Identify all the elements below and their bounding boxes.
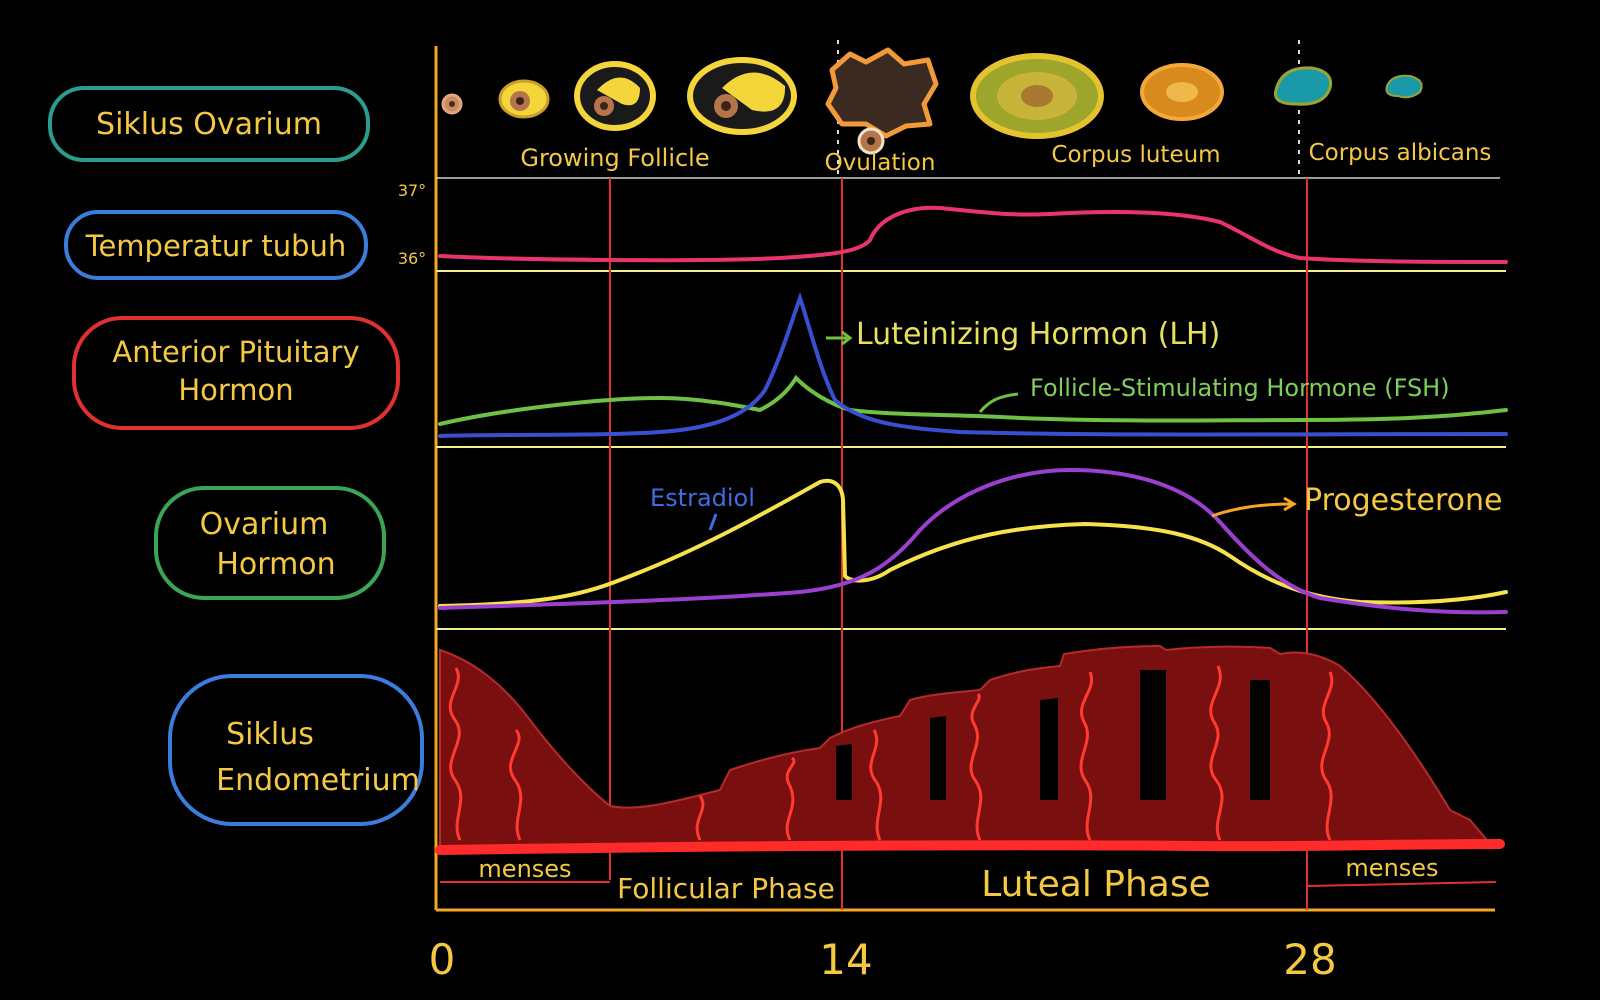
row-label-ovarian-hormone: Ovarium Hormon (154, 486, 386, 600)
endometrium-illustration (435, 644, 1505, 855)
follicle-icon (574, 61, 656, 131)
corpus-luteum-icon (1140, 63, 1224, 121)
progesterone-label-arrowhead (1283, 496, 1297, 512)
row-label-text: Siklus (226, 717, 314, 752)
x-tick-14: 14 (819, 935, 872, 984)
lh-label-arrowhead (841, 330, 853, 346)
row-label-text: Endometrium (216, 763, 420, 798)
progesterone-label: Progesterone (1304, 483, 1502, 518)
follicular-phase-label: Follicular Phase (617, 872, 835, 905)
x-tick-28: 28 (1283, 935, 1336, 984)
x-tick-0: 0 (429, 935, 456, 984)
estradiol-label-arrow (708, 513, 718, 531)
temp-tick-37: 37° (398, 181, 426, 200)
follicle-icon (498, 79, 550, 119)
row-label-pituitary-hormone: Anterior Pituitary Hormon (72, 316, 400, 430)
ovulation-label: Ovulation (825, 150, 936, 176)
endometrium-base (435, 839, 1505, 855)
temperature-curve (438, 205, 1508, 264)
ruptured-follicle-icon (825, 47, 939, 155)
corpus-luteum-label: Corpus luteum (1051, 142, 1220, 168)
row-label-text: Hormon (178, 373, 293, 407)
row-label-text: Hormon (216, 547, 335, 582)
row-label-body-temperature: Temperatur tubuh (64, 210, 368, 280)
corpus-albicans-label: Corpus albicans (1309, 140, 1492, 166)
progesterone-curve (438, 467, 1508, 615)
growing-follicle-label: Growing Follicle (520, 144, 709, 172)
corpus-albicans-icon (1273, 66, 1333, 106)
estradiol-label: Estradiol (650, 484, 755, 512)
temp-tick-36: 36° (398, 249, 426, 268)
row-label-ovarian-cycle: Siklus Ovarium (48, 86, 370, 162)
menses-end-label: menses (1345, 854, 1438, 882)
row-label-text: Ovarium (200, 507, 329, 542)
corpus-albicans-icon (1385, 74, 1423, 99)
menses-start-label: menses (478, 855, 571, 883)
menses-end-bracket (1306, 881, 1497, 887)
corpus-luteum-icon (970, 53, 1104, 139)
progesterone-label-arrow (1211, 502, 1293, 518)
luteal-phase-label: Luteal Phase (981, 864, 1211, 905)
follicle-icon (687, 57, 797, 135)
lh-curve (438, 291, 1508, 438)
lh-label: Luteinizing Hormon (LH) (856, 317, 1220, 352)
row-label-text: Siklus Ovarium (96, 107, 322, 142)
row-label-endometrial-cycle: Siklus Endometrium (168, 674, 424, 826)
fsh-label: Follicle-Stimulating Hormone (FSH) (1030, 374, 1450, 402)
fsh-label-arrow (978, 392, 1019, 413)
row-label-text: Anterior Pituitary (112, 335, 359, 369)
row-label-text: Temperatur tubuh (85, 229, 347, 263)
follicle-icon (441, 93, 463, 115)
